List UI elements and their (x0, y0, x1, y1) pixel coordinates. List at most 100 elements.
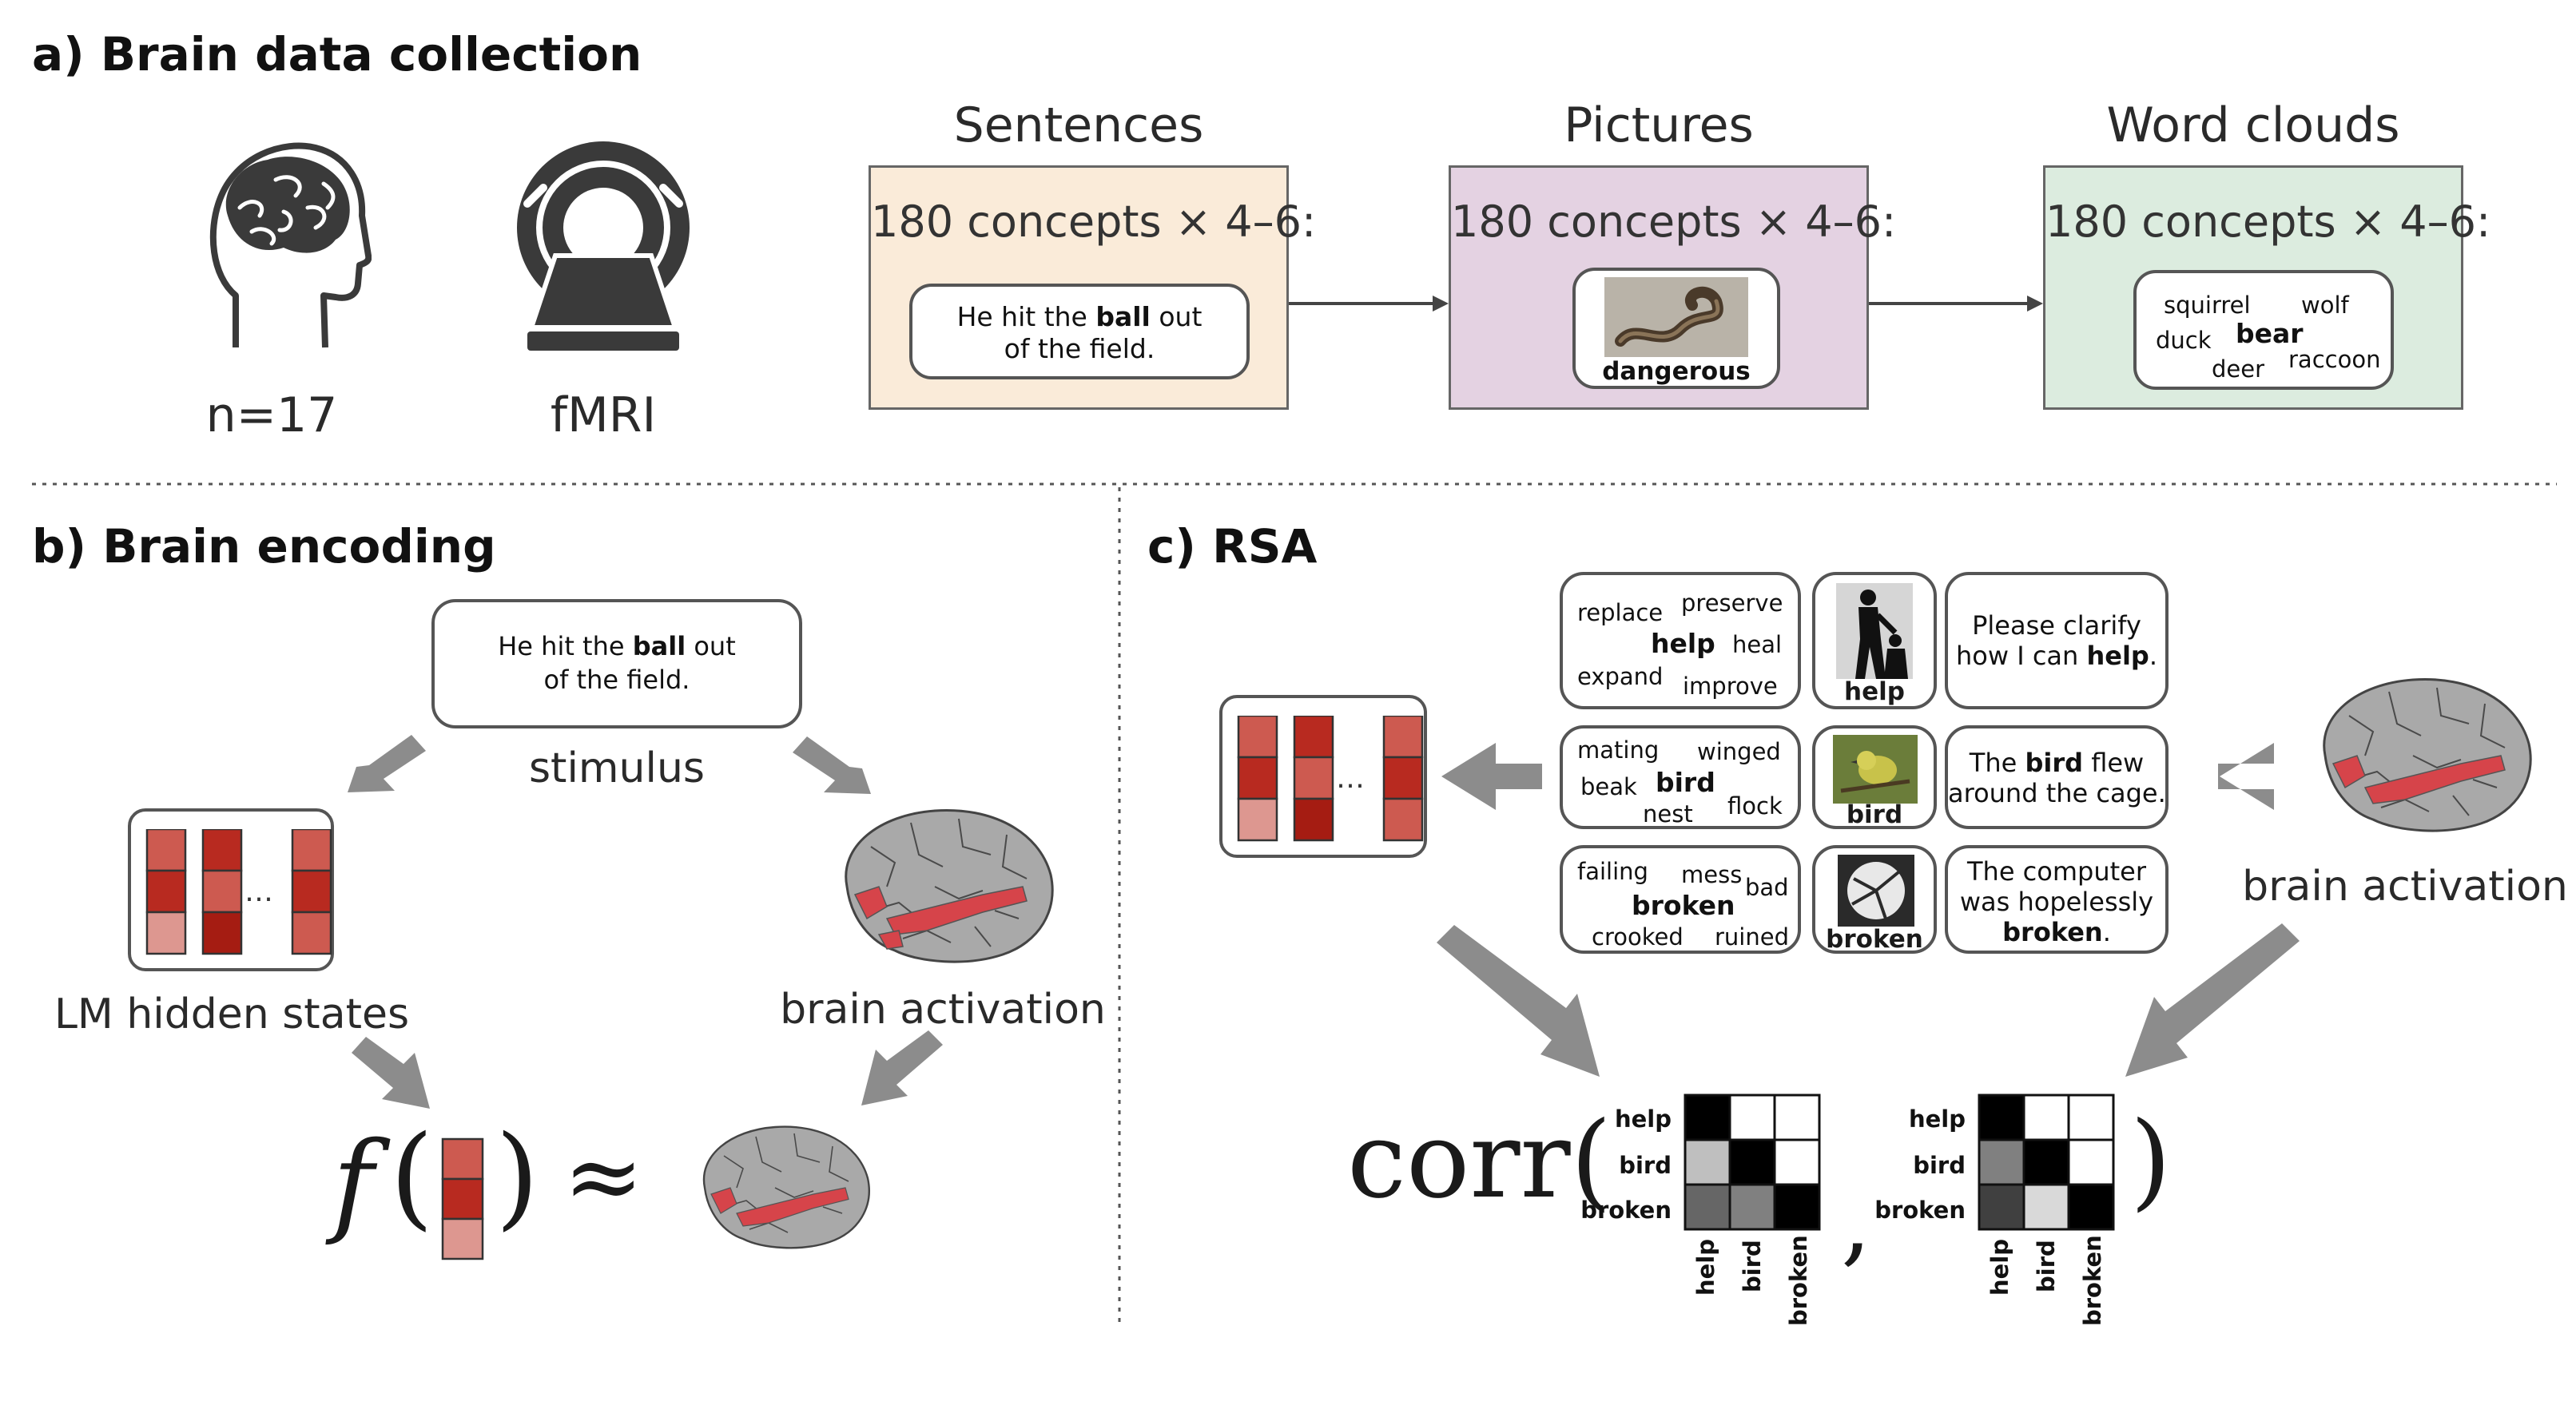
matrix-cell (1773, 1183, 1821, 1231)
sentence-card-bird: The bird flew around the cage. (1945, 725, 2169, 829)
sentence-text: flew (2083, 748, 2145, 778)
stimulus-keyword: ball (632, 631, 686, 661)
bird-picture-icon (1833, 735, 1918, 804)
section-c-title: c) RSA (1147, 519, 1318, 574)
picture-word: dangerous (1602, 357, 1751, 386)
sentence-text: how I can (1956, 641, 2087, 671)
matrix-row-label: help (1908, 1105, 1966, 1133)
section-a-title: a) Brain data collection (32, 27, 642, 81)
matrix-row-label: bird (1913, 1152, 1966, 1179)
matrix-cell (1728, 1094, 1776, 1141)
brain-icon (2323, 677, 2532, 832)
cloud-word: crooked (1592, 923, 1684, 951)
lm-hidden-states-box: … (1219, 695, 1427, 858)
cloud-word: preserve (1681, 589, 1783, 617)
stimulus-card: He hit the ball out of the field. (431, 599, 802, 728)
cloud-word: duck (2156, 327, 2212, 354)
formula-vector (441, 1137, 484, 1260)
matrix-cell (2067, 1138, 2115, 1186)
scanner-label: fMRI (550, 387, 657, 443)
matrix-col-label: bird (2033, 1240, 2060, 1292)
cloud-word: mating (1577, 736, 1660, 764)
matrix-col-label: broken (1785, 1235, 1812, 1326)
sentence-keyword: help (2086, 641, 2149, 671)
snake-picture-icon (1604, 277, 1748, 357)
section-b-title: b) Brain encoding (32, 519, 496, 574)
matrix-cell (1978, 1183, 2025, 1231)
encoding-arrows (348, 735, 943, 1109)
picture-word: bird (1846, 800, 1903, 829)
word-cloud-example: squirrel wolf duck bear deer raccoon (2133, 270, 2394, 390)
similarity-matrix-lm (1684, 1094, 1821, 1231)
matrix-cell (1978, 1138, 2025, 1186)
brain-activation-label: brain activation (780, 986, 1106, 1034)
cloud-keyword: help (1651, 628, 1715, 659)
formula-approx: ≈ (563, 1121, 644, 1232)
word-cloud-card-help: replace preserve help heal expand improv… (1560, 572, 1801, 709)
lm-hidden-states-label: LM hidden states (54, 990, 410, 1038)
picture-example: dangerous (1572, 268, 1780, 389)
stimulus-text: of the field. (543, 665, 690, 695)
pictures-caption: 180 concepts × 4–6: (1451, 196, 1897, 247)
sentences-caption: 180 concepts × 4–6: (871, 196, 1317, 247)
matrix-cell (1684, 1183, 1731, 1231)
picture-word: help (1844, 677, 1905, 706)
cloud-word: bad (1745, 874, 1789, 901)
paradigm-arrows (1289, 296, 2043, 312)
sentence-text: He hit the (956, 301, 1096, 332)
picture-card-bird: bird (1812, 725, 1937, 829)
brain-activation-label: brain activation (2242, 863, 2568, 911)
cloud-keyword: broken (1632, 890, 1735, 921)
sentence-text: . (2102, 917, 2111, 947)
ellipsis-text: … (244, 875, 273, 908)
matrix-row-label: broken (1580, 1197, 1672, 1224)
rsa-arrows (1437, 743, 2300, 1077)
picture-word: broken (1826, 925, 1923, 954)
cloud-word: heal (1732, 631, 1783, 658)
sentence-example: He hit the ball out of the field. (909, 284, 1250, 379)
silhouette-picture-icon (1836, 583, 1913, 679)
cloud-word: failing (1577, 858, 1648, 885)
sentence-card-broken: The computer was hopelessly broken. (1945, 845, 2169, 954)
sentences-title: Sentences (953, 97, 1204, 153)
participants-label: n=17 (205, 387, 338, 443)
cloud-word: replace (1577, 599, 1664, 626)
head-brain-icon (209, 142, 372, 348)
sentences-box: 180 concepts × 4–6: He hit the ball out … (869, 165, 1317, 410)
pictures-title: Pictures (1564, 97, 1754, 153)
matrix-cell (2067, 1094, 2115, 1141)
sentence-text: The (1969, 748, 2025, 778)
cloud-word: raccoon (2288, 346, 2381, 373)
corr-close-paren: ) (2130, 1099, 2172, 1222)
matrix-cell (1978, 1094, 2025, 1141)
cloud-word: ruined (1715, 923, 1789, 951)
cloud-word: flock (1727, 792, 1783, 820)
cloud-word: expand (1577, 663, 1664, 690)
stimulus-text: He hit the (498, 631, 633, 661)
picture-card-broken: broken (1812, 845, 1937, 954)
matrix-cell (1684, 1094, 1731, 1141)
sentence-text: was hopelessly (1959, 887, 2154, 917)
cloud-word: improve (1683, 673, 1778, 700)
matrix-cell (1728, 1183, 1776, 1231)
sentence-text: around the cage. (1948, 778, 2166, 808)
ellipsis-text: … (1336, 762, 1365, 795)
matrix-cell (2022, 1183, 2070, 1231)
sentence-text: The computer (1966, 856, 2146, 887)
formula-open-paren: ( (390, 1112, 434, 1242)
cloud-word: winged (1697, 738, 1781, 765)
matrix-col-label: help (1986, 1238, 2013, 1296)
matrix-col-label: broken (2079, 1235, 2106, 1326)
word-clouds-box: 180 concepts × 4–6: squirrel wolf duck b… (2043, 165, 2491, 410)
formula-f: f (332, 1118, 374, 1248)
word-clouds-title: Word clouds (2106, 97, 2400, 153)
fmri-scanner-icon (517, 141, 690, 351)
sentence-keyword: broken (2002, 917, 2103, 947)
corr-label: corr( (1347, 1099, 1612, 1222)
cloud-word: nest (1643, 800, 1693, 828)
matrix-row-label: help (1614, 1105, 1672, 1133)
sentence-keyword: bird (2025, 748, 2084, 778)
matrix-cell (2022, 1094, 2070, 1141)
formula-close-paren: ) (495, 1112, 539, 1242)
